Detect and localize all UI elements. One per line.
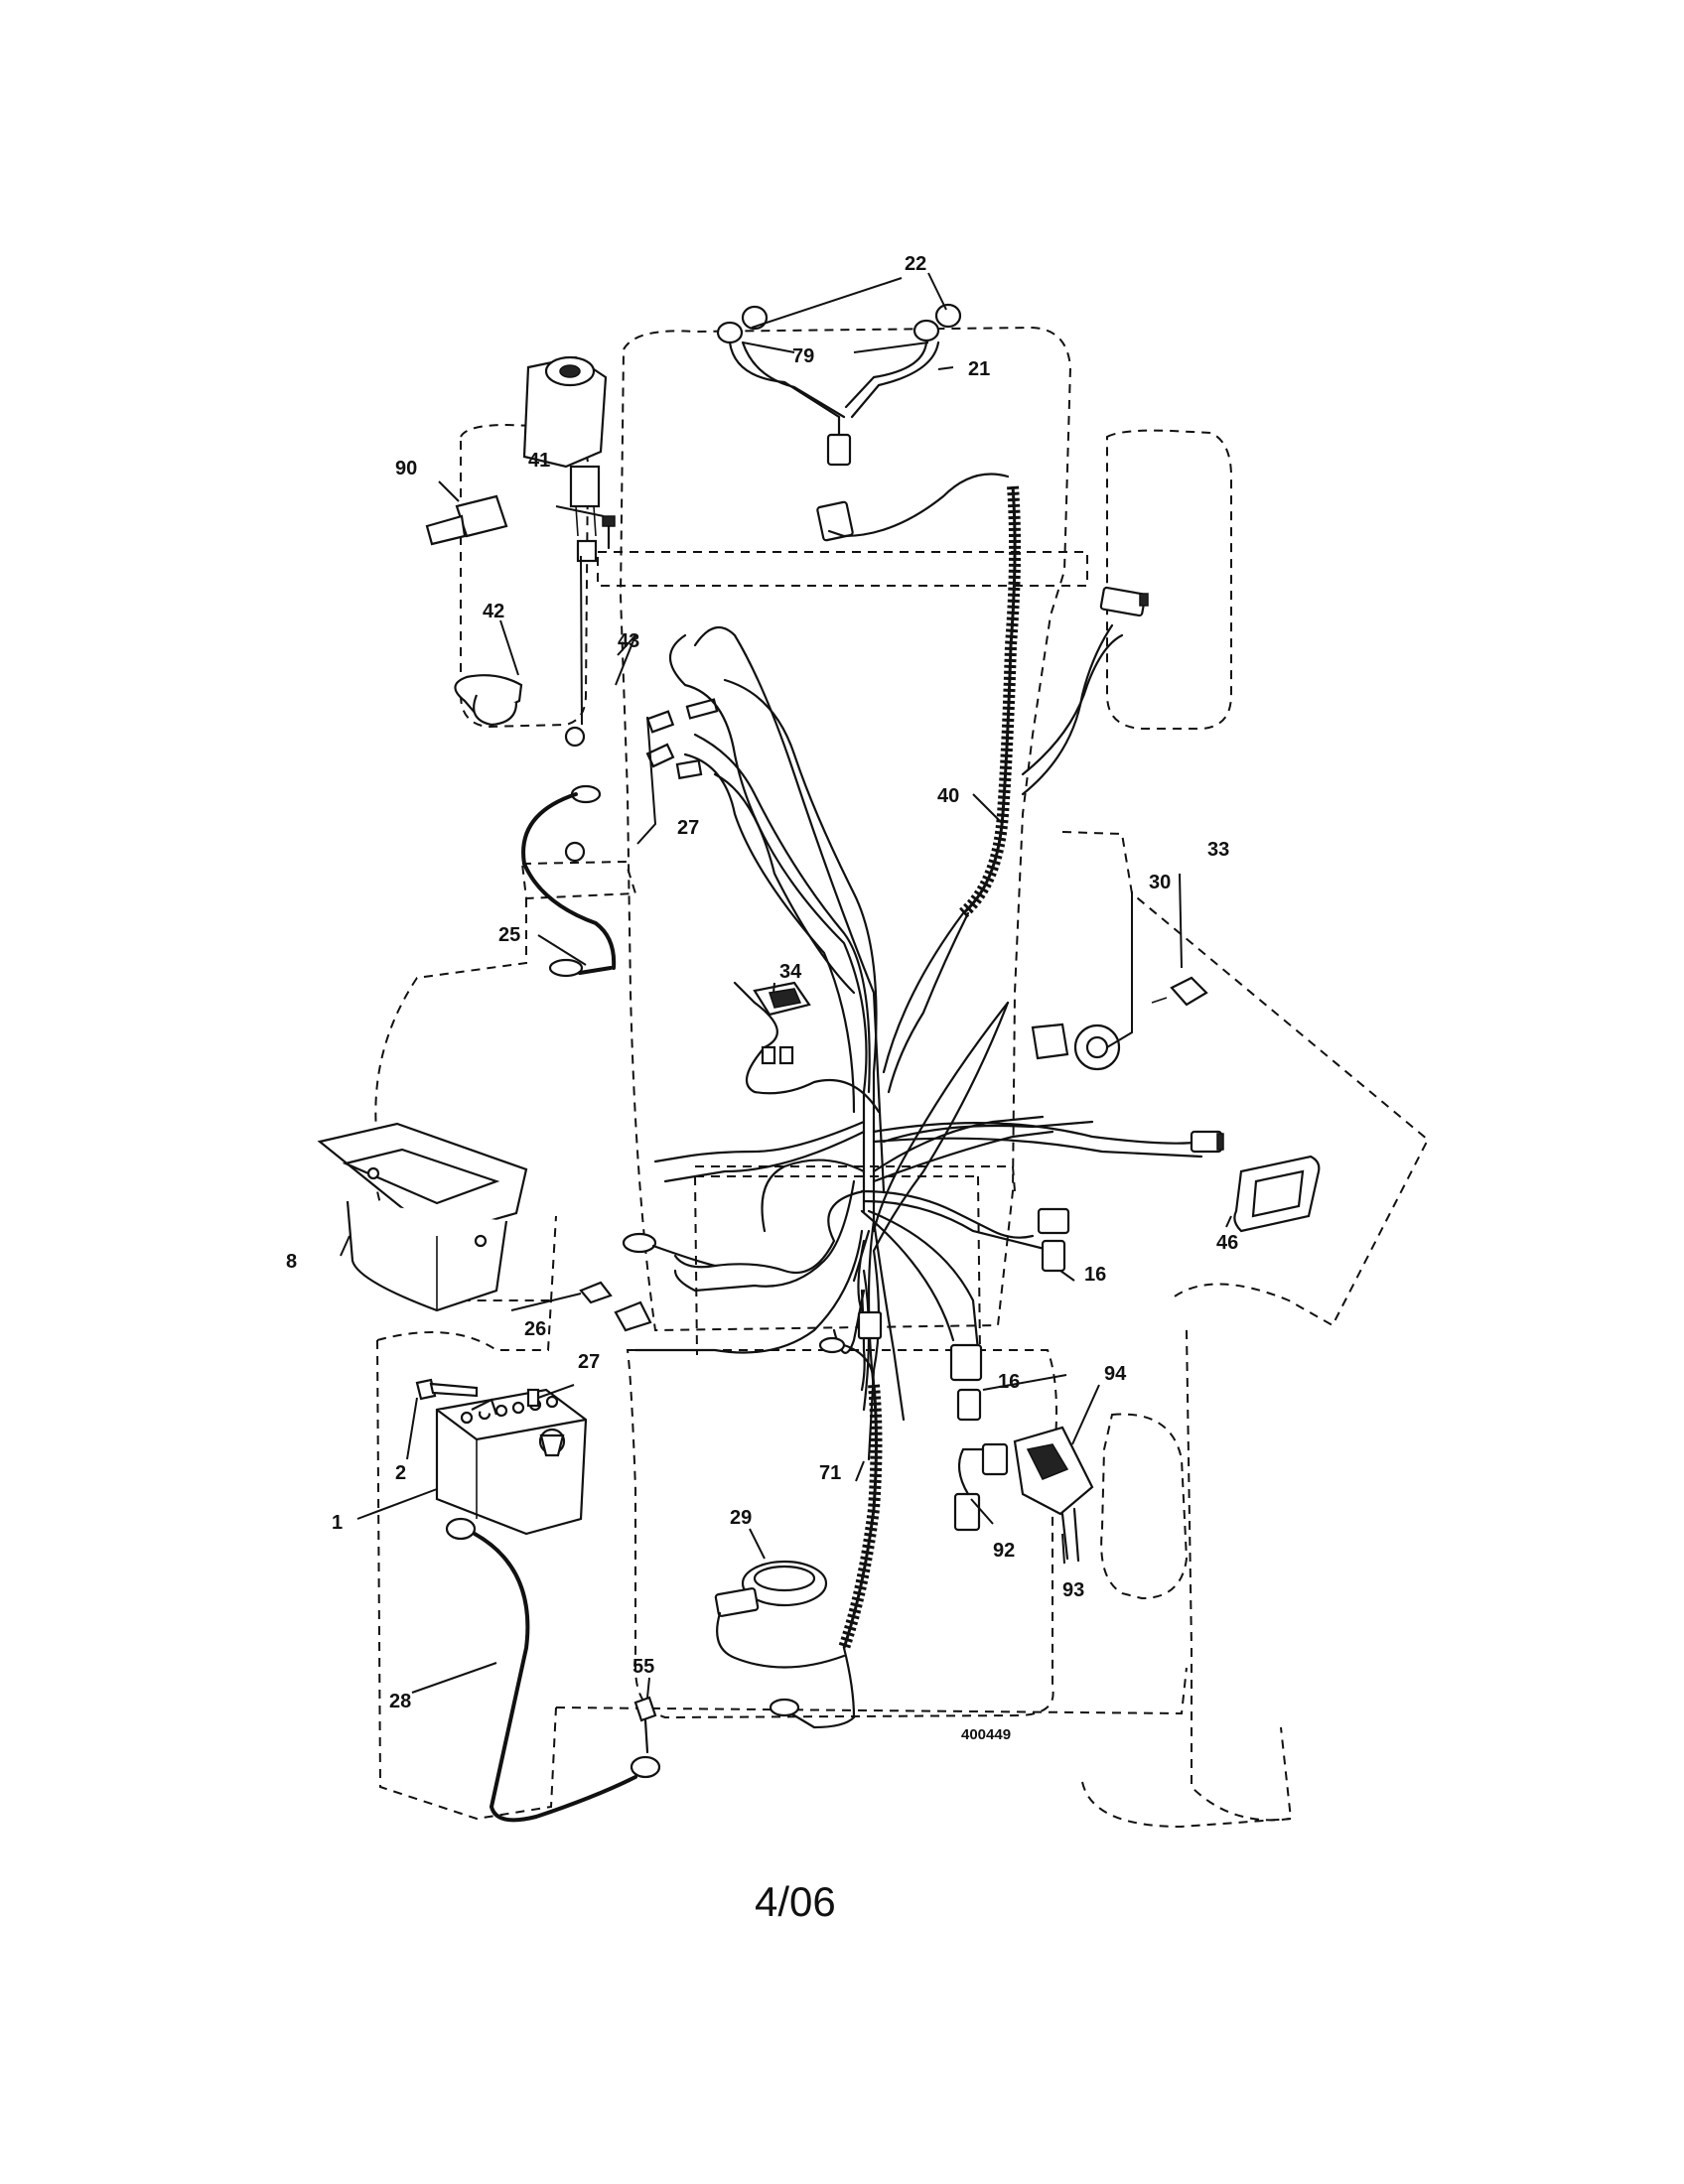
- callout-90: 90: [395, 458, 417, 479]
- pto-switch: [1233, 1155, 1321, 1233]
- headlight-harness: [716, 303, 962, 542]
- conduit-40: [827, 473, 1124, 1094]
- screw-41: [602, 515, 616, 550]
- ring-terminal-mid: [622, 1232, 717, 1268]
- switch-34: [753, 981, 811, 1065]
- drawing-number: 400449: [961, 1726, 1011, 1743]
- callout-26: 26: [524, 1318, 546, 1340]
- callout-2: 2: [395, 1462, 406, 1484]
- callout-25: 25: [498, 924, 520, 946]
- callout-93: 93: [1062, 1579, 1084, 1601]
- ignition-switch: [522, 355, 608, 563]
- callout-29: 29: [730, 1507, 752, 1529]
- callout-43: 43: [618, 630, 639, 652]
- callout-40: 40: [937, 785, 959, 807]
- nut-27-lower: [526, 1388, 540, 1408]
- callout-1: 1: [332, 1512, 343, 1534]
- chassis-outline: [374, 326, 1430, 1829]
- callout-41: 41: [528, 450, 550, 472]
- callout-16-upper: 16: [1084, 1264, 1106, 1286]
- callout-labels: 22 79 21 90 41 42 43 27 40 33 30 25 34 8…: [286, 253, 1238, 1925]
- callout-42: 42: [483, 601, 504, 622]
- callout-27-lower: 27: [578, 1351, 600, 1373]
- callout-71: 71: [819, 1462, 841, 1484]
- callout-33: 33: [1207, 839, 1229, 861]
- callout-21: 21: [968, 358, 990, 380]
- bolt-55: [633, 1696, 657, 1754]
- callout-46: 46: [1216, 1232, 1238, 1254]
- coil-cord-71: [769, 1310, 883, 1729]
- page-date: 4/06: [755, 1878, 836, 1925]
- callout-94: 94: [1104, 1363, 1127, 1385]
- alarm-29: [714, 1560, 846, 1669]
- ground-cable: [521, 784, 617, 978]
- callout-28: 28: [389, 1691, 411, 1712]
- callout-22: 22: [905, 253, 926, 275]
- callout-55: 55: [632, 1656, 654, 1678]
- callout-16-lower: 16: [998, 1371, 1020, 1393]
- fuse-26: [579, 1281, 652, 1332]
- bolt-2: [415, 1378, 479, 1401]
- starter-solenoid: [1031, 976, 1208, 1071]
- battery: [435, 1388, 588, 1536]
- key: [425, 494, 508, 546]
- battery-cable: [445, 1517, 661, 1823]
- callout-92: 92: [993, 1540, 1015, 1562]
- battery-tray: [317, 1122, 528, 1312]
- right-connector: [1190, 1130, 1224, 1154]
- callout-79: 79: [792, 345, 814, 367]
- callout-34: 34: [779, 961, 802, 983]
- callout-27-upper: 27: [677, 817, 699, 839]
- key-fob: [454, 674, 523, 727]
- callout-30: 30: [1149, 872, 1171, 893]
- module-94: [953, 1426, 1094, 1563]
- callout-8: 8: [286, 1251, 297, 1273]
- leader-lines: [340, 272, 1232, 1699]
- relay-16-upper: [1037, 1207, 1070, 1273]
- main-harness: [633, 625, 1203, 1461]
- seat-switch-connector: [1099, 586, 1149, 617]
- relay-16-lower: [949, 1343, 983, 1422]
- small-connectors: [564, 698, 719, 863]
